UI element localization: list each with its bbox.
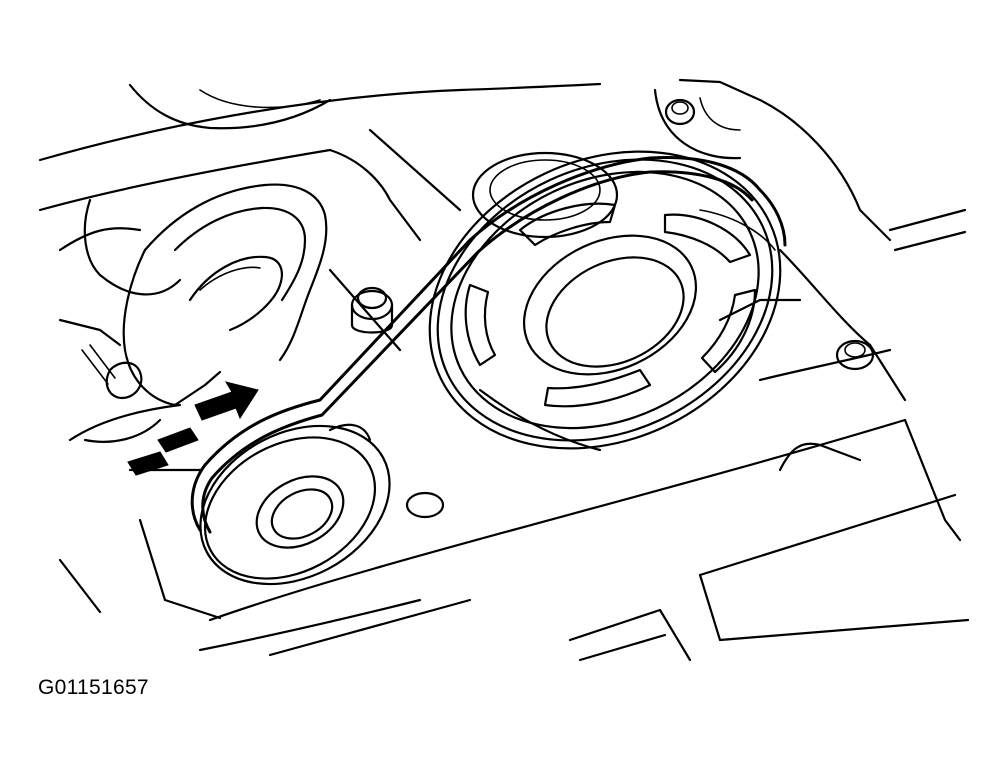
rear-pulley	[471, 151, 619, 239]
tensioner-direction-arrow-icon	[127, 451, 169, 476]
mounting-bolt	[328, 268, 402, 352]
right-bolt	[835, 339, 875, 371]
tensioner-direction-arrows	[127, 381, 259, 476]
figure-id-label: G01151657	[38, 676, 149, 699]
tensioner-direction-arrow-icon	[157, 427, 199, 453]
tensioner-bracket	[81, 183, 328, 443]
engine-background-lines	[38, 78, 970, 662]
large-pulley	[428, 150, 782, 450]
top-bolt	[664, 98, 696, 126]
idler-pulley	[199, 423, 445, 586]
tensioner-direction-arrow-icon	[194, 381, 259, 421]
serpentine-belt	[190, 156, 787, 534]
